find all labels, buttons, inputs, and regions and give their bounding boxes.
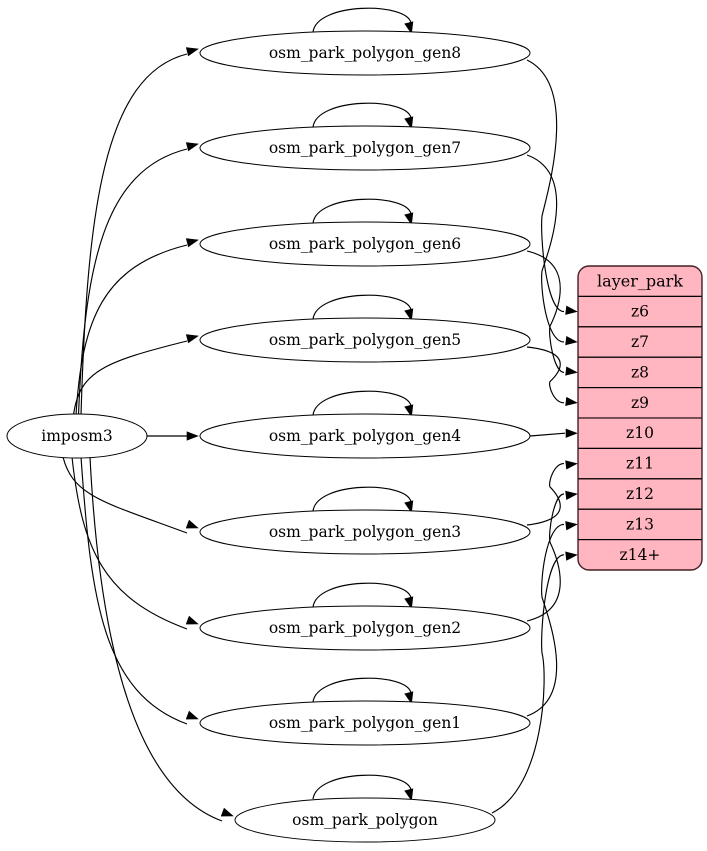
node-gen4-label: osm_park_polygon_gen4	[269, 427, 461, 445]
node-gen1-shape[interactable]	[199, 700, 531, 746]
edge-imposm3-to-gen1	[80, 456, 188, 725]
node-gen3-label: osm_park_polygon_gen3	[269, 523, 461, 541]
node-base-shape[interactable]	[234, 797, 496, 843]
node-gen3-shape[interactable]	[199, 509, 531, 555]
table-row-label-z7: z7	[631, 333, 649, 351]
node-imposm3-label: imposm3	[41, 427, 112, 445]
edge-gen2-to-z12	[526, 493, 565, 622]
edge-self-loop-gen7	[312, 102, 412, 128]
edge-self-loop-gen3	[312, 486, 412, 512]
edge-arrow-self-loop-gen8	[404, 21, 414, 35]
table-row-label-z11: z11	[626, 455, 654, 473]
table-outline	[577, 265, 703, 571]
edge-gen3-to-z11	[526, 463, 565, 526]
edge-imposm3-to-gen6	[75, 244, 188, 416]
edge-imposm3-to-gen7	[77, 148, 188, 416]
node-imposm3-shape[interactable]	[6, 413, 148, 459]
node-gen5-label: osm_park_polygon_gen5	[269, 331, 461, 349]
node-base[interactable]: osm_park_polygon	[234, 797, 496, 843]
edge-arrow-self-loop-gen3	[404, 500, 414, 514]
edge-self-loop-gen5	[312, 294, 412, 320]
edge-self-loop-base	[312, 774, 412, 800]
edges-layer	[62, 7, 578, 822]
node-gen1[interactable]: osm_park_polygon_gen1	[199, 700, 531, 746]
node-gen4-shape[interactable]	[199, 413, 531, 459]
edge-self-loop-gen8	[312, 7, 412, 33]
node-gen5[interactable]: osm_park_polygon_gen5	[199, 317, 531, 363]
node-base-label: osm_park_polygon	[292, 811, 438, 829]
edge-arrow-base-to-z14+	[565, 551, 578, 561]
edge-arrow-imposm3-gen5	[185, 334, 199, 344]
node-gen8[interactable]: osm_park_polygon_gen8	[199, 30, 531, 76]
node-gen3[interactable]: osm_park_polygon_gen3	[199, 509, 531, 555]
edge-gen8-to-z6	[526, 59, 565, 313]
table-row-label-z12: z12	[626, 485, 654, 503]
edge-imposm3-to-gen3	[62, 456, 188, 534]
layer-park-table: layer_park z6 z7 z8 z9 z10 z11 z12 z13 z14+	[577, 265, 703, 571]
edge-arrow-imposm3-gen1	[185, 710, 199, 720]
edge-arrow-self-loop-gen1	[404, 691, 414, 705]
edge-gen7-to-z7	[526, 154, 565, 343]
node-gen8-shape[interactable]	[199, 30, 531, 76]
edge-arrow-self-loop-base	[404, 788, 414, 802]
edge-arrow-gen6-to-z8	[565, 366, 578, 376]
edge-gen5-to-z9	[526, 346, 565, 404]
edge-self-loop-gen6	[312, 198, 412, 224]
table-row-label-z10: z10	[626, 424, 654, 442]
edge-imposm3-to-gen5	[72, 340, 188, 416]
edge-self-loop-gen2	[312, 582, 412, 608]
edge-imposm3-to-base	[89, 456, 223, 822]
edge-arrow-self-loop-gen5	[404, 308, 414, 322]
edge-base-to-z14+	[491, 554, 565, 814]
edge-arrow-gen7-to-z7	[565, 336, 578, 346]
table-row-z11[interactable]	[578, 447, 702, 480]
table-row-label-z6: z6	[631, 303, 649, 321]
edge-gen1-to-z13	[526, 523, 565, 717]
nodes-layer: imposm3 osm_park_polygon_gen8 osm_park_pol…	[6, 30, 531, 843]
node-gen8-label: osm_park_polygon_gen8	[269, 44, 461, 62]
node-gen2-shape[interactable]	[199, 605, 531, 651]
node-gen2-label: osm_park_polygon_gen2	[269, 619, 461, 637]
edge-arrow-gen4-to-z10	[565, 428, 578, 438]
node-gen4[interactable]: osm_park_polygon_gen4	[199, 413, 531, 459]
table-row-label-z13: z13	[626, 515, 654, 533]
table-row-label-z8: z8	[631, 363, 649, 381]
edge-arrow-gen3-to-z11	[565, 460, 578, 470]
table-header-label: layer_park	[597, 272, 683, 291]
edge-arrow-self-loop-gen2	[404, 596, 414, 610]
edge-arrow-imposm3-gen2	[185, 615, 199, 625]
edge-gen4-to-z10	[529, 432, 566, 437]
edge-arrow-imposm3-gen6	[185, 238, 199, 248]
edge-arrow-self-loop-gen7	[404, 116, 414, 130]
edge-imposm3-to-gen8	[80, 53, 188, 416]
node-gen6-label: osm_park_polygon_gen6	[269, 235, 461, 253]
edge-arrow-imposm3-gen4	[186, 431, 199, 441]
edge-arrow-imposm3-gen8	[185, 47, 199, 57]
edge-arrow-imposm3-base	[220, 807, 234, 817]
node-gen2[interactable]: osm_park_polygon_gen2	[199, 605, 531, 651]
edge-arrow-imposm3-gen3	[185, 519, 199, 529]
table-row-label-z9: z9	[631, 394, 649, 412]
edge-self-loop-gen4	[312, 390, 412, 416]
node-gen5-shape[interactable]	[199, 317, 531, 363]
node-gen7-label: osm_park_polygon_gen7	[269, 139, 461, 157]
node-gen7-shape[interactable]	[199, 125, 531, 171]
edge-gen6-to-z8	[526, 250, 565, 373]
edge-arrow-gen1-to-z13	[565, 521, 578, 531]
node-gen7[interactable]: osm_park_polygon_gen7	[199, 125, 531, 171]
node-gen6[interactable]: osm_park_polygon_gen6	[199, 221, 531, 267]
edge-arrow-self-loop-gen6	[404, 212, 414, 226]
edge-arrow-imposm3-gen7	[185, 142, 199, 152]
edge-arrow-self-loop-gen4	[404, 404, 414, 418]
edge-imposm3-to-gen2	[71, 456, 188, 630]
edge-arrow-gen8-to-z6	[565, 305, 578, 315]
node-gen1-label: osm_park_polygon_gen1	[269, 714, 461, 732]
table-row-label-z14+: z14+	[620, 546, 661, 564]
edge-arrow-gen2-to-z12	[565, 490, 578, 500]
edge-arrow-gen5-to-z9	[565, 396, 578, 407]
node-imposm3[interactable]: imposm3	[6, 413, 148, 459]
node-gen6-shape[interactable]	[199, 221, 531, 267]
edge-self-loop-gen1	[312, 677, 412, 703]
